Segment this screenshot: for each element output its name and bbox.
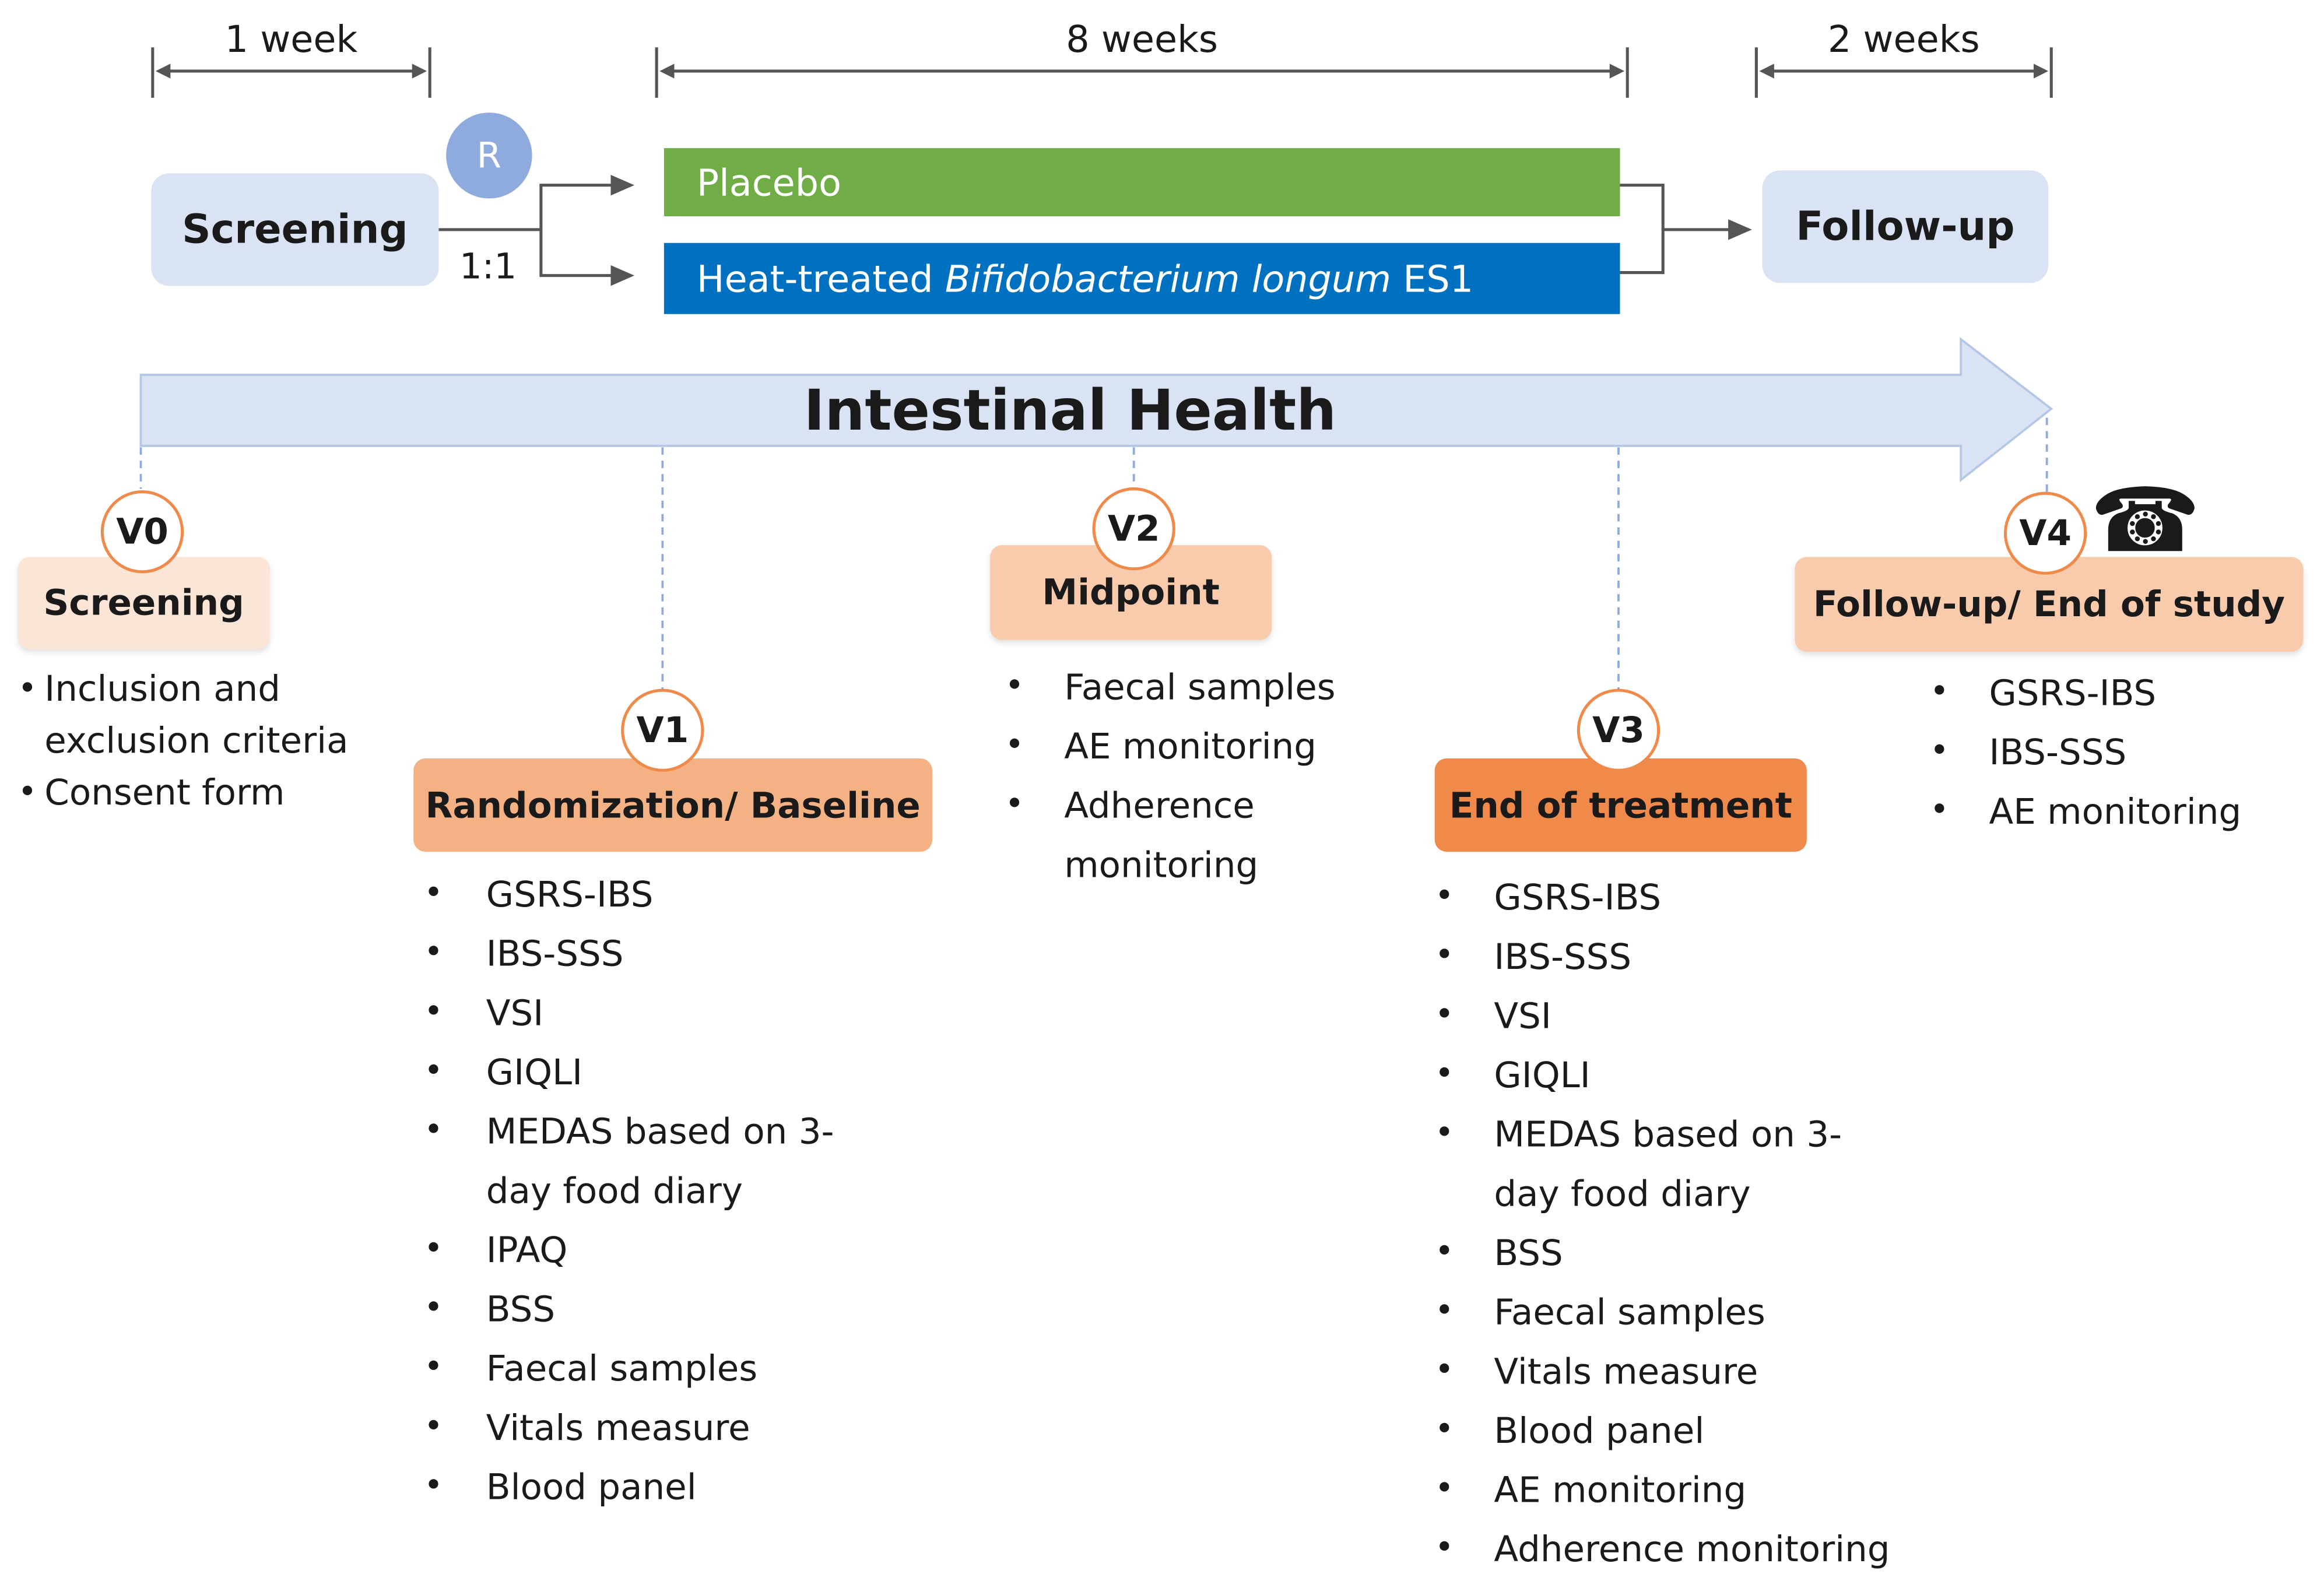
visit-v0-list: •Inclusion and exclusion criteria •Conse…	[18, 663, 374, 819]
duration-bracket-screening	[151, 47, 431, 98]
list-item: •IBS-SSS	[1929, 732, 2127, 774]
visit-v0-badge: V0	[100, 490, 184, 574]
list-item: •GIQLI	[1434, 1055, 1591, 1097]
active-arm: Heat-treated Bifidobacterium longum ES1	[664, 243, 1620, 314]
list-item: •Adherence monitoring	[1005, 785, 1259, 886]
list-item: •VSI	[1434, 995, 1551, 1037]
visit-v2-list: •Faecal samples •AE monitoring •Adherenc…	[1005, 658, 1361, 895]
list-item: •BSS	[1434, 1232, 1563, 1274]
visit-v4-badge: V4	[2003, 491, 2087, 575]
list-item: •Faecal samples	[1005, 666, 1336, 708]
list-item: •Blood panel	[424, 1466, 697, 1508]
duration-bracket-treatment	[655, 47, 1629, 98]
visit-v3-list: •GSRS-IBS •IBS-SSS •VSI •GIQLI •MEDAS ba…	[1435, 868, 1924, 1579]
timeline-arrow	[139, 337, 2053, 483]
list-item: •AE monitoring	[1929, 791, 2242, 833]
list-item: •GIQLI	[424, 1052, 583, 1094]
visit-v4-list: •GSRS-IBS •IBS-SSS •AE monitoring	[1930, 663, 2286, 841]
list-item: •MEDAS based on 3-day food diary	[1434, 1113, 1842, 1215]
period-label-treatment: 8 weeks	[1066, 17, 1219, 61]
followup-phase-box: Follow-up	[1762, 170, 2049, 283]
active-arm-organism: Bifidobacterium longum	[945, 257, 1392, 300]
visit-v4-box: Follow-up/ End of study	[1795, 557, 2304, 652]
active-arm-prefix: Heat-treated	[696, 257, 945, 300]
visit-v1-box: Randomization/ Baseline	[413, 758, 932, 852]
visit-v1-list: •GSRS-IBS •IBS-SSS •VSI •GIQLI •MEDAS ba…	[424, 865, 898, 1517]
list-item: •Faecal samples	[1434, 1291, 1765, 1333]
list-item: •Adherence monitoring	[1434, 1529, 1890, 1571]
list-item: •BSS	[424, 1288, 556, 1330]
list-item: •Consent form	[17, 771, 285, 814]
duration-bracket-followup	[1754, 47, 2053, 98]
list-item: •IBS-SSS	[424, 933, 624, 975]
placebo-arm: Placebo	[664, 148, 1620, 216]
placebo-arm-label: Placebo	[696, 160, 841, 204]
timeline-label: Intestinal Health	[803, 377, 1337, 443]
list-item: •GSRS-IBS	[424, 874, 654, 916]
list-item: •Inclusion and exclusion criteria	[17, 667, 349, 762]
list-item: •GSRS-IBS	[1434, 877, 1662, 919]
visit-v2-badge: V2	[1092, 487, 1175, 571]
list-item: •Vitals measure	[424, 1407, 750, 1449]
list-item: •Blood panel	[1434, 1410, 1705, 1452]
visit-v3-badge: V3	[1577, 688, 1660, 772]
list-item: •GSRS-IBS	[1929, 672, 2157, 714]
randomization-badge: R	[446, 113, 532, 199]
list-item: •Vitals measure	[1434, 1351, 1758, 1393]
telephone-icon: ☎	[2090, 469, 2201, 574]
period-label-screening: 1 week	[224, 17, 358, 61]
list-item: •MEDAS based on 3-day food diary	[424, 1111, 834, 1212]
visit-v3-box: End of treatment	[1434, 758, 1807, 852]
list-item: •IPAQ	[424, 1229, 568, 1271]
list-item: •Faecal samples	[424, 1348, 758, 1390]
screening-phase-box: Screening	[151, 173, 439, 286]
list-item: •IBS-SSS	[1434, 936, 1632, 978]
randomization-connector	[438, 174, 635, 286]
list-item: •VSI	[424, 992, 544, 1034]
visit-v1-badge: V1	[621, 688, 704, 772]
period-label-followup: 2 weeks	[1827, 17, 1980, 61]
visit-dashed-connectors	[139, 417, 2048, 691]
allocation-ratio: 1:1	[459, 245, 517, 287]
followup-connector	[1620, 184, 1752, 275]
active-arm-suffix: ES1	[1391, 257, 1474, 300]
list-item: •AE monitoring	[1434, 1469, 1747, 1511]
list-item: •AE monitoring	[1005, 726, 1317, 768]
